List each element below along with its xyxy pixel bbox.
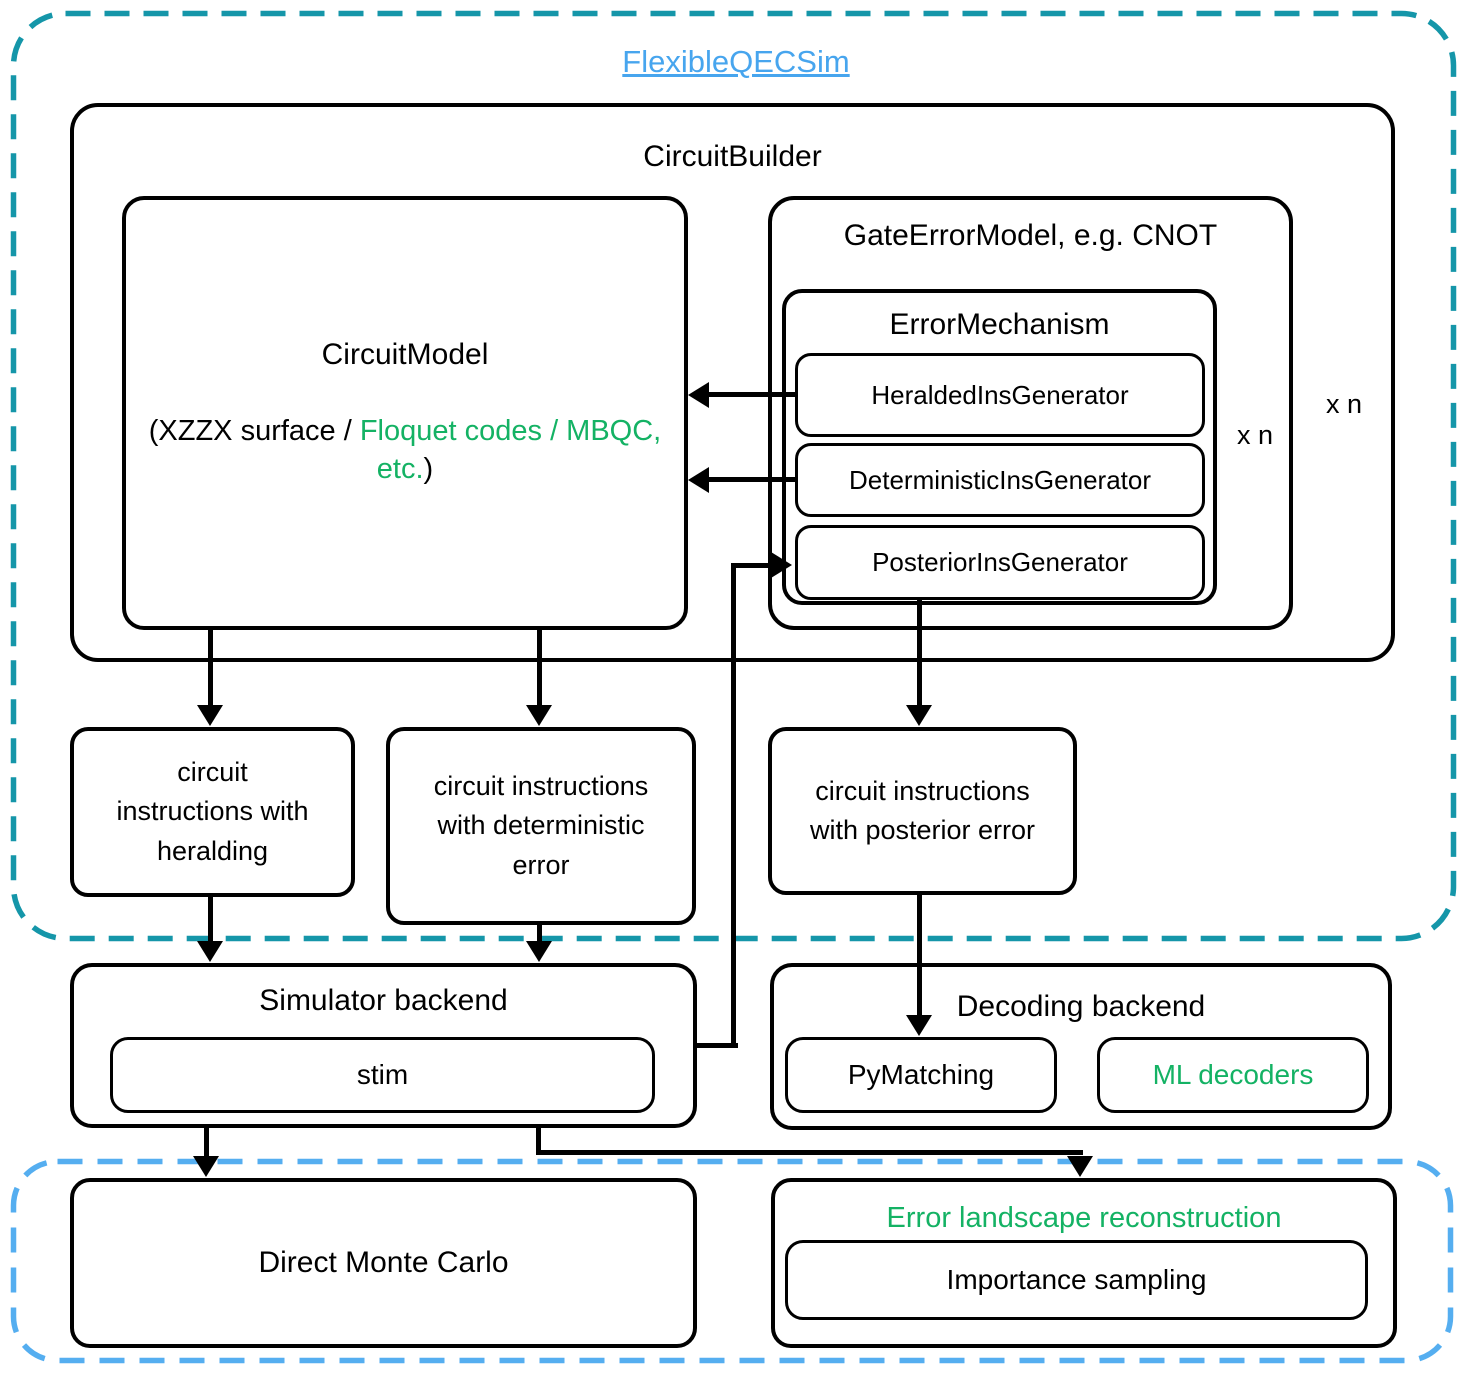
stim-label: stim [356,1059,409,1090]
arrow-simulator-to-errorlandscape-segment-h [536,1150,1083,1155]
output-heralding-box: circuit instructions with heralding [70,727,355,897]
heraldedinsgenerator-box: HeraldedInsGenerator [795,353,1205,437]
error-mechanism-label: ErrorMechanism [889,308,1110,341]
arrow-deterministic-to-circuitmodel-line [706,477,795,482]
arrow-stim-to-posterior-segment-h1 [697,1043,738,1048]
deterministicinsgenerator-box: DeterministicInsGenerator [795,443,1205,517]
arrow-circuitmodel-to-deterministic-line [537,630,542,707]
circuit-model-box: CircuitModel (XZZX surface / Floquet cod… [122,196,688,630]
heraldedinsgenerator-label: HeraldedInsGenerator [871,379,1129,410]
arrow-simulator-to-montecarlo-line [204,1128,209,1158]
output-posterior-label: circuit instructions with posterior erro… [809,775,1036,845]
circuit-model-desc: (XZZX surface / Floquet codes / MBQC, et… [145,412,665,489]
arrow-circuitmodel-to-heralding-line [208,630,213,707]
error-mechanism-box [782,289,1217,605]
pymatching-label: PyMatching [847,1059,995,1090]
circuit-model-desc-prefix: (XZZX surface / [148,414,360,447]
importance-sampling-box: Importance sampling [785,1240,1368,1320]
arrow-heralded-to-circuitmodel-line [706,392,795,397]
decoding-backend-box [770,963,1392,1130]
pymatching-box: PyMatching [785,1037,1057,1113]
output-deterministic-box: circuit instructions with deterministic … [386,727,696,925]
flexibleqecsim-link[interactable]: FlexibleQECSim [622,44,850,79]
gate-error-model-box [768,196,1293,630]
error-landscape-label: Error landscape reconstruction [886,1202,1282,1234]
arrow-posterior-output-to-decoding-line [917,895,922,1017]
arrow-deterministic-to-circuitmodel-head [688,467,709,493]
arrow-posterior-to-output-line [917,598,922,707]
arrow-deterministic-to-simulator-line [537,925,542,943]
posteriorinsgenerator-label: PosteriorInsGenerator [872,547,1128,577]
gate-error-model-multiplier: x n [1325,389,1363,419]
arrow-deterministic-to-simulator-head [526,941,552,962]
simulator-backend-label: Simulator backend [259,984,508,1017]
arrow-stim-to-posterior-head [771,552,792,578]
circuit-model-desc-suffix: ) [423,453,434,485]
direct-monte-carlo-box: Direct Monte Carlo [70,1178,697,1348]
diagram-title-row: FlexibleQECSim [0,44,1472,80]
deterministicinsgenerator-label: DeterministicInsGenerator [849,464,1151,495]
arrow-stim-to-posterior-segment-h2 [731,563,772,568]
arrow-posterior-output-to-decoding-head [906,1015,932,1036]
arrow-heralded-to-circuitmodel-head [688,382,709,408]
decoding-backend-label: Decoding backend [956,990,1206,1023]
arrow-posterior-to-output-head [906,705,932,726]
gate-error-model-label: GateErrorModel, e.g. CNOT [843,219,1218,252]
arrow-circuitmodel-to-deterministic-head [526,705,552,726]
circuit-model-desc-highlight: Floquet codes / MBQC, etc. [359,414,662,485]
posteriorinsgenerator-box: PosteriorInsGenerator [795,525,1205,600]
direct-monte-carlo-label: Direct Monte Carlo [258,1246,509,1279]
arrow-simulator-to-errorlandscape-segment-v [536,1128,541,1155]
arrow-heralding-to-simulator-head [197,941,223,962]
importance-sampling-label: Importance sampling [946,1264,1207,1295]
error-mechanism-multiplier: x n [1236,420,1274,450]
output-deterministic-label: circuit instructions with deterministic … [433,771,649,880]
ml-decoders-box: ML decoders [1097,1037,1369,1113]
arrow-circuitmodel-to-heralding-head [197,705,223,726]
arrow-stim-to-posterior-segment-v [731,563,736,1048]
arrow-heralding-to-simulator-line [208,897,213,943]
ml-decoders-label: ML decoders [1152,1059,1314,1090]
output-heralding-label: circuit instructions with heralding [116,757,309,866]
circuit-builder-label: CircuitBuilder [643,140,822,173]
circuit-model-label: CircuitModel [321,337,489,371]
simulator-backend-box [70,963,697,1128]
output-posterior-box: circuit instructions with posterior erro… [768,727,1077,895]
arrow-simulator-to-montecarlo-head [193,1156,219,1177]
stim-box: stim [110,1037,655,1113]
arrow-simulator-to-errorlandscape-head [1067,1156,1093,1177]
error-landscape-box [771,1178,1397,1348]
